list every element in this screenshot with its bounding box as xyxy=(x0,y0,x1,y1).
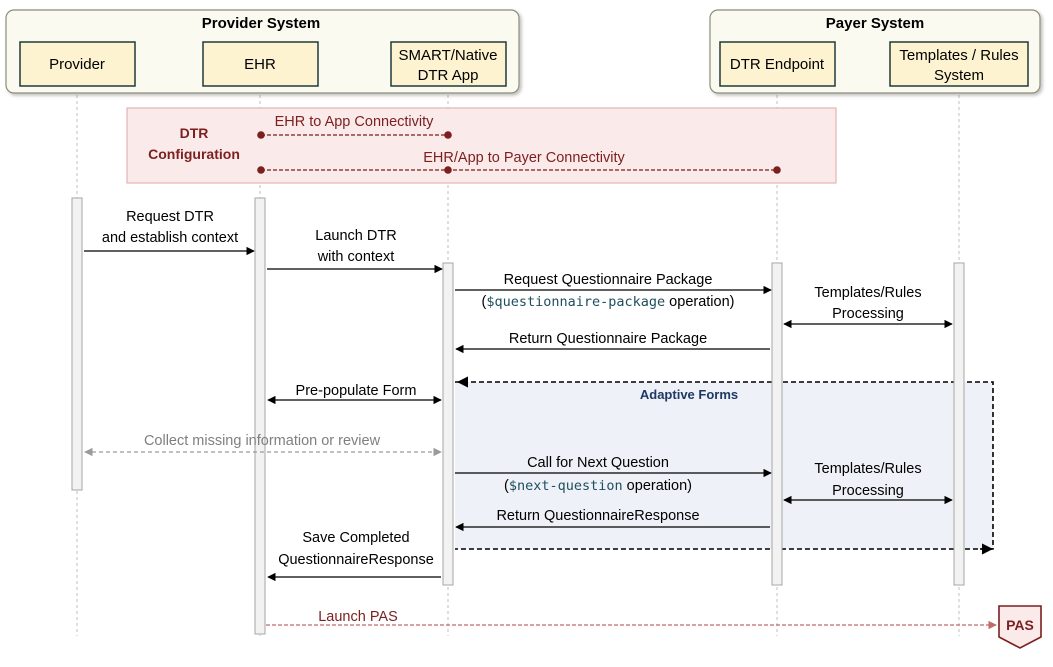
msg-request-dtr-label-2: and establish context xyxy=(102,230,238,246)
msg-prepopulate-label: Pre-populate Form xyxy=(296,383,417,399)
participant-provider: Provider xyxy=(19,41,136,87)
activation-provider xyxy=(71,197,83,491)
pas-connector: PAS xyxy=(998,605,1042,649)
participant-templates-label-2: System xyxy=(934,67,984,84)
msg-launch-pas-label: Launch PAS xyxy=(318,609,398,625)
participant-templates-label-1: Templates / Rules xyxy=(899,47,1018,64)
msg-return-package-label: Return Questionnaire Package xyxy=(509,331,707,347)
dtr-configuration-region: DTR Configuration EHR to App Connectivit… xyxy=(126,107,837,184)
payer-system-title: Payer System xyxy=(826,15,924,32)
adaptive-forms-region: Adaptive Forms xyxy=(455,376,994,555)
msg-launch-dtr-label-1: Launch DTR xyxy=(315,228,396,244)
dtr-config-label-1: DTR xyxy=(180,125,209,141)
activation-endpoint xyxy=(771,262,783,586)
activation-templates xyxy=(953,262,965,586)
msg-templates-processing-1-label-2: Processing xyxy=(832,306,904,322)
participant-ehr-label: EHR xyxy=(244,56,276,73)
participant-dtr-endpoint: DTR Endpoint xyxy=(719,41,836,87)
msg-save-response-label-1: Save Completed xyxy=(302,530,409,546)
adaptive-forms-label: Adaptive Forms xyxy=(640,387,738,402)
msg-templates-processing-1-label-1: Templates/Rules xyxy=(814,285,921,301)
activation-ehr xyxy=(254,197,266,635)
dtr-config-label-2: Configuration xyxy=(148,146,240,162)
participant-templates-rules: Templates / Rules System xyxy=(889,41,1029,87)
msg-next-question-operation: ($next-question operation) xyxy=(504,478,692,494)
participant-dtr-app: SMART/Native DTR App xyxy=(390,41,507,87)
activations xyxy=(71,197,965,635)
activation-app xyxy=(442,262,454,586)
msg-request-package-label: Request Questionnaire Package xyxy=(504,272,713,288)
participant-provider-label: Provider xyxy=(49,56,105,73)
msg-request-dtr-label-1: Request DTR xyxy=(126,209,214,225)
msg-return-response-label: Return QuestionnaireResponse xyxy=(496,508,699,524)
pas-label: PAS xyxy=(1006,617,1034,633)
ehr-to-app-connectivity-label: EHR to App Connectivity xyxy=(275,114,435,130)
ehr-app-payer-connectivity-label: EHR/App to Payer Connectivity xyxy=(423,150,625,166)
messages: Request DTR and establish context Launch… xyxy=(84,209,997,630)
participant-ehr: EHR xyxy=(202,41,319,87)
msg-next-question-label: Call for Next Question xyxy=(527,455,669,471)
msg-request-package-operation: ($questionnaire-package operation) xyxy=(482,294,735,310)
participant-dtr-endpoint-label: DTR Endpoint xyxy=(730,56,825,73)
msg-templates-processing-2-label-1: Templates/Rules xyxy=(814,461,921,477)
msg-collect-info-label: Collect missing information or review xyxy=(144,433,381,449)
msg-templates-processing-2-label-2: Processing xyxy=(832,483,904,499)
msg-save-response-label-2: QuestionnaireResponse xyxy=(278,552,434,568)
provider-system-title: Provider System xyxy=(202,15,320,32)
participant-dtr-app-label-1: SMART/Native xyxy=(399,47,498,64)
participant-dtr-app-label-2: DTR App xyxy=(418,67,479,84)
msg-launch-dtr-label-2: with context xyxy=(317,249,395,265)
